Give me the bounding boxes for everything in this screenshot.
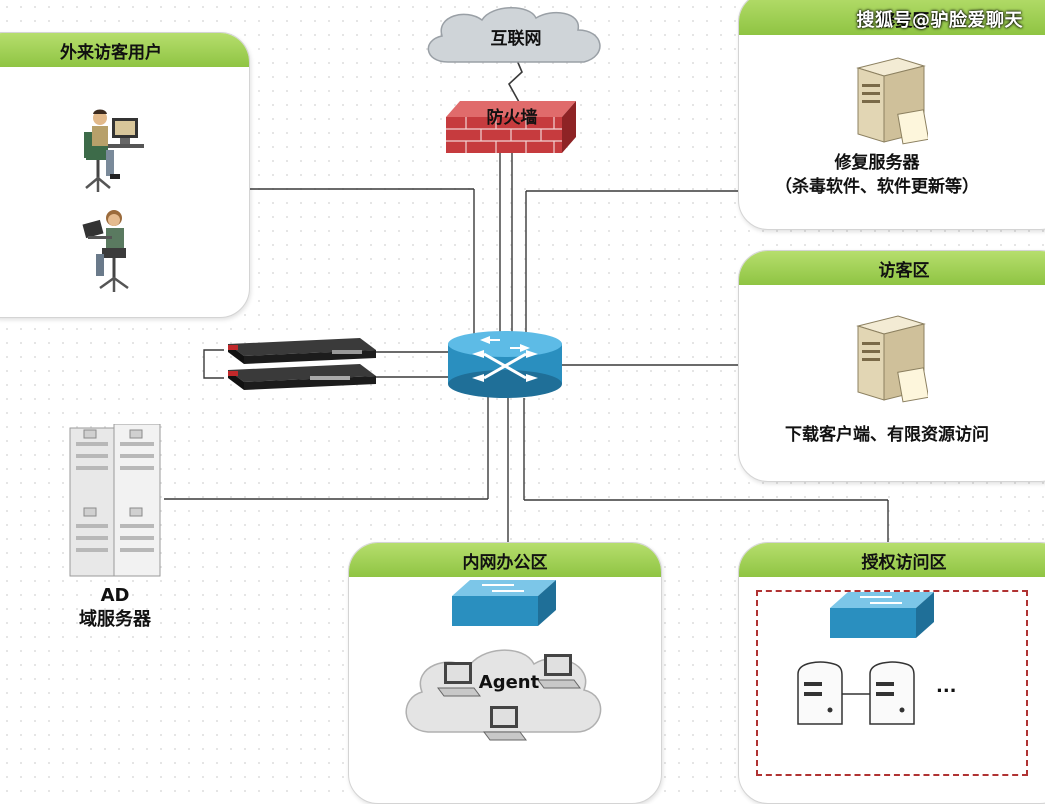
internet-label: 互联网: [490, 29, 542, 49]
repair-server-label: 修复服务器: [834, 153, 920, 173]
user-at-desk-icon: [80, 108, 144, 196]
visitor-server-icon: [854, 312, 930, 404]
zone-title: 修复区: [739, 0, 1045, 35]
zone-title: 外来访客用户: [0, 33, 249, 67]
core-router-icon: [446, 330, 564, 400]
ad-server-rack-icon: [68, 423, 162, 578]
firewall-icon: 防火墙: [446, 101, 576, 153]
agent-cloud-icon: Agent: [398, 640, 610, 746]
zone-title: 访客区: [739, 251, 1045, 285]
authorized-switch-icon: [830, 592, 934, 642]
zone-title: 内网办公区: [349, 543, 661, 577]
repair-server-sublabel: （杀毒软件、软件更新等）: [775, 177, 979, 197]
visitor-zone-label: 下载客户端、有限资源访问: [785, 425, 989, 445]
intranet-switch-icon: [452, 580, 556, 630]
zone-title: 授权访问区: [739, 543, 1045, 577]
internet-cloud-icon: 互联网: [418, 4, 614, 70]
agent-label: Agent: [478, 672, 540, 693]
ad-server-label: AD 域服务器: [79, 585, 151, 630]
network-appliances-icon: [222, 336, 378, 392]
more-servers-ellipsis: ...: [936, 676, 957, 697]
zone-external-users: 外来访客用户: [0, 32, 250, 318]
user-with-laptop-icon: [78, 208, 138, 296]
firewall-label: 防火墙: [486, 108, 538, 128]
authorized-servers-icon: [797, 661, 915, 725]
repair-server-icon: [854, 54, 930, 146]
watermark: 搜狐号@驴脸爱聊天: [856, 10, 1023, 31]
